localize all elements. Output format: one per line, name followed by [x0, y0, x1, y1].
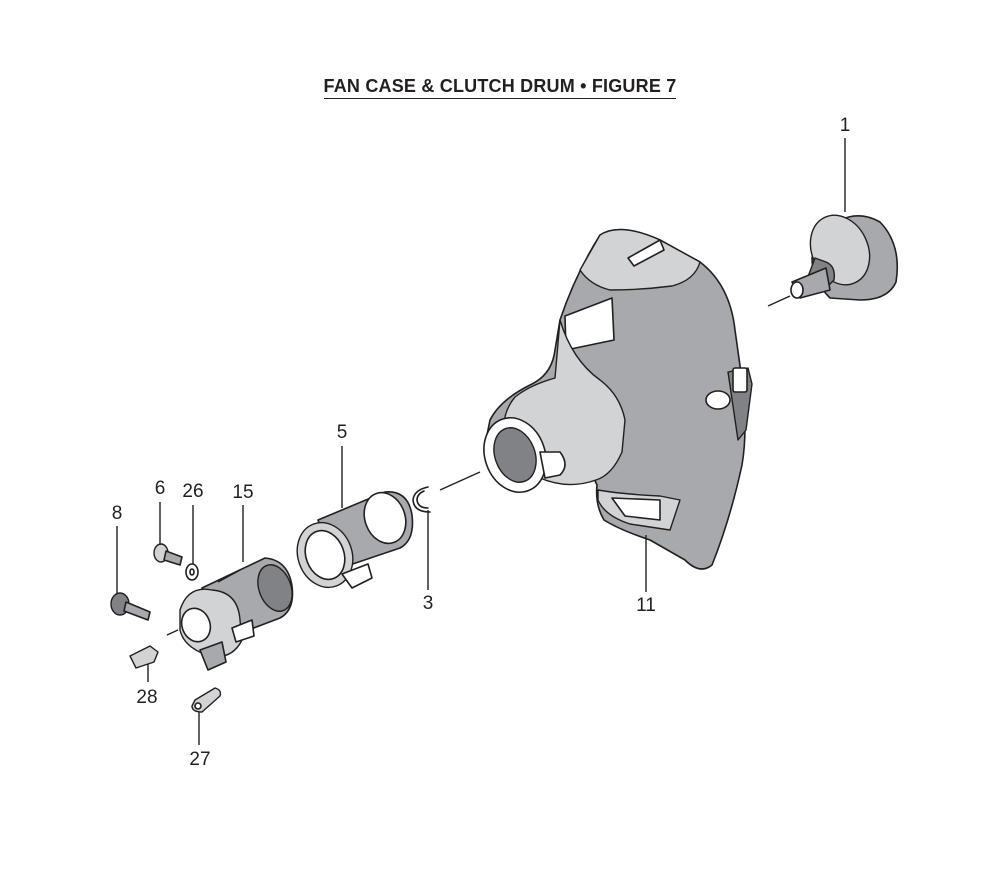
part-11-fan-case: [439, 228, 753, 570]
callout-3: 3: [422, 593, 434, 614]
callout-6: 6: [154, 478, 166, 499]
part-15-clamp: [166, 557, 294, 671]
part-27-tab-plate: [191, 687, 222, 713]
part-26-washer: [185, 563, 199, 581]
callout-5: 5: [336, 422, 348, 443]
figure-title-text: FAN CASE & CLUTCH DRUM • FIGURE 7: [323, 76, 677, 99]
callout-11: 11: [636, 595, 656, 616]
callout-8: 8: [111, 503, 123, 524]
part-3-snap-ring: [412, 486, 431, 513]
figure-title: FAN CASE & CLUTCH DRUM • FIGURE 7: [0, 76, 1000, 99]
callout-27: 27: [189, 749, 211, 770]
callout-28: 28: [136, 687, 158, 708]
part-1-clutch-drum: [767, 214, 899, 307]
callout-1: 1: [839, 115, 851, 136]
callout-15: 15: [232, 482, 254, 503]
part-6-screw: [153, 543, 183, 566]
part-8-knob-bolt: [110, 592, 151, 621]
part-28-nut: [129, 645, 159, 669]
leader-lines: [116, 138, 846, 745]
part-5-sleeve: [296, 491, 414, 589]
callout-26: 26: [182, 481, 204, 502]
